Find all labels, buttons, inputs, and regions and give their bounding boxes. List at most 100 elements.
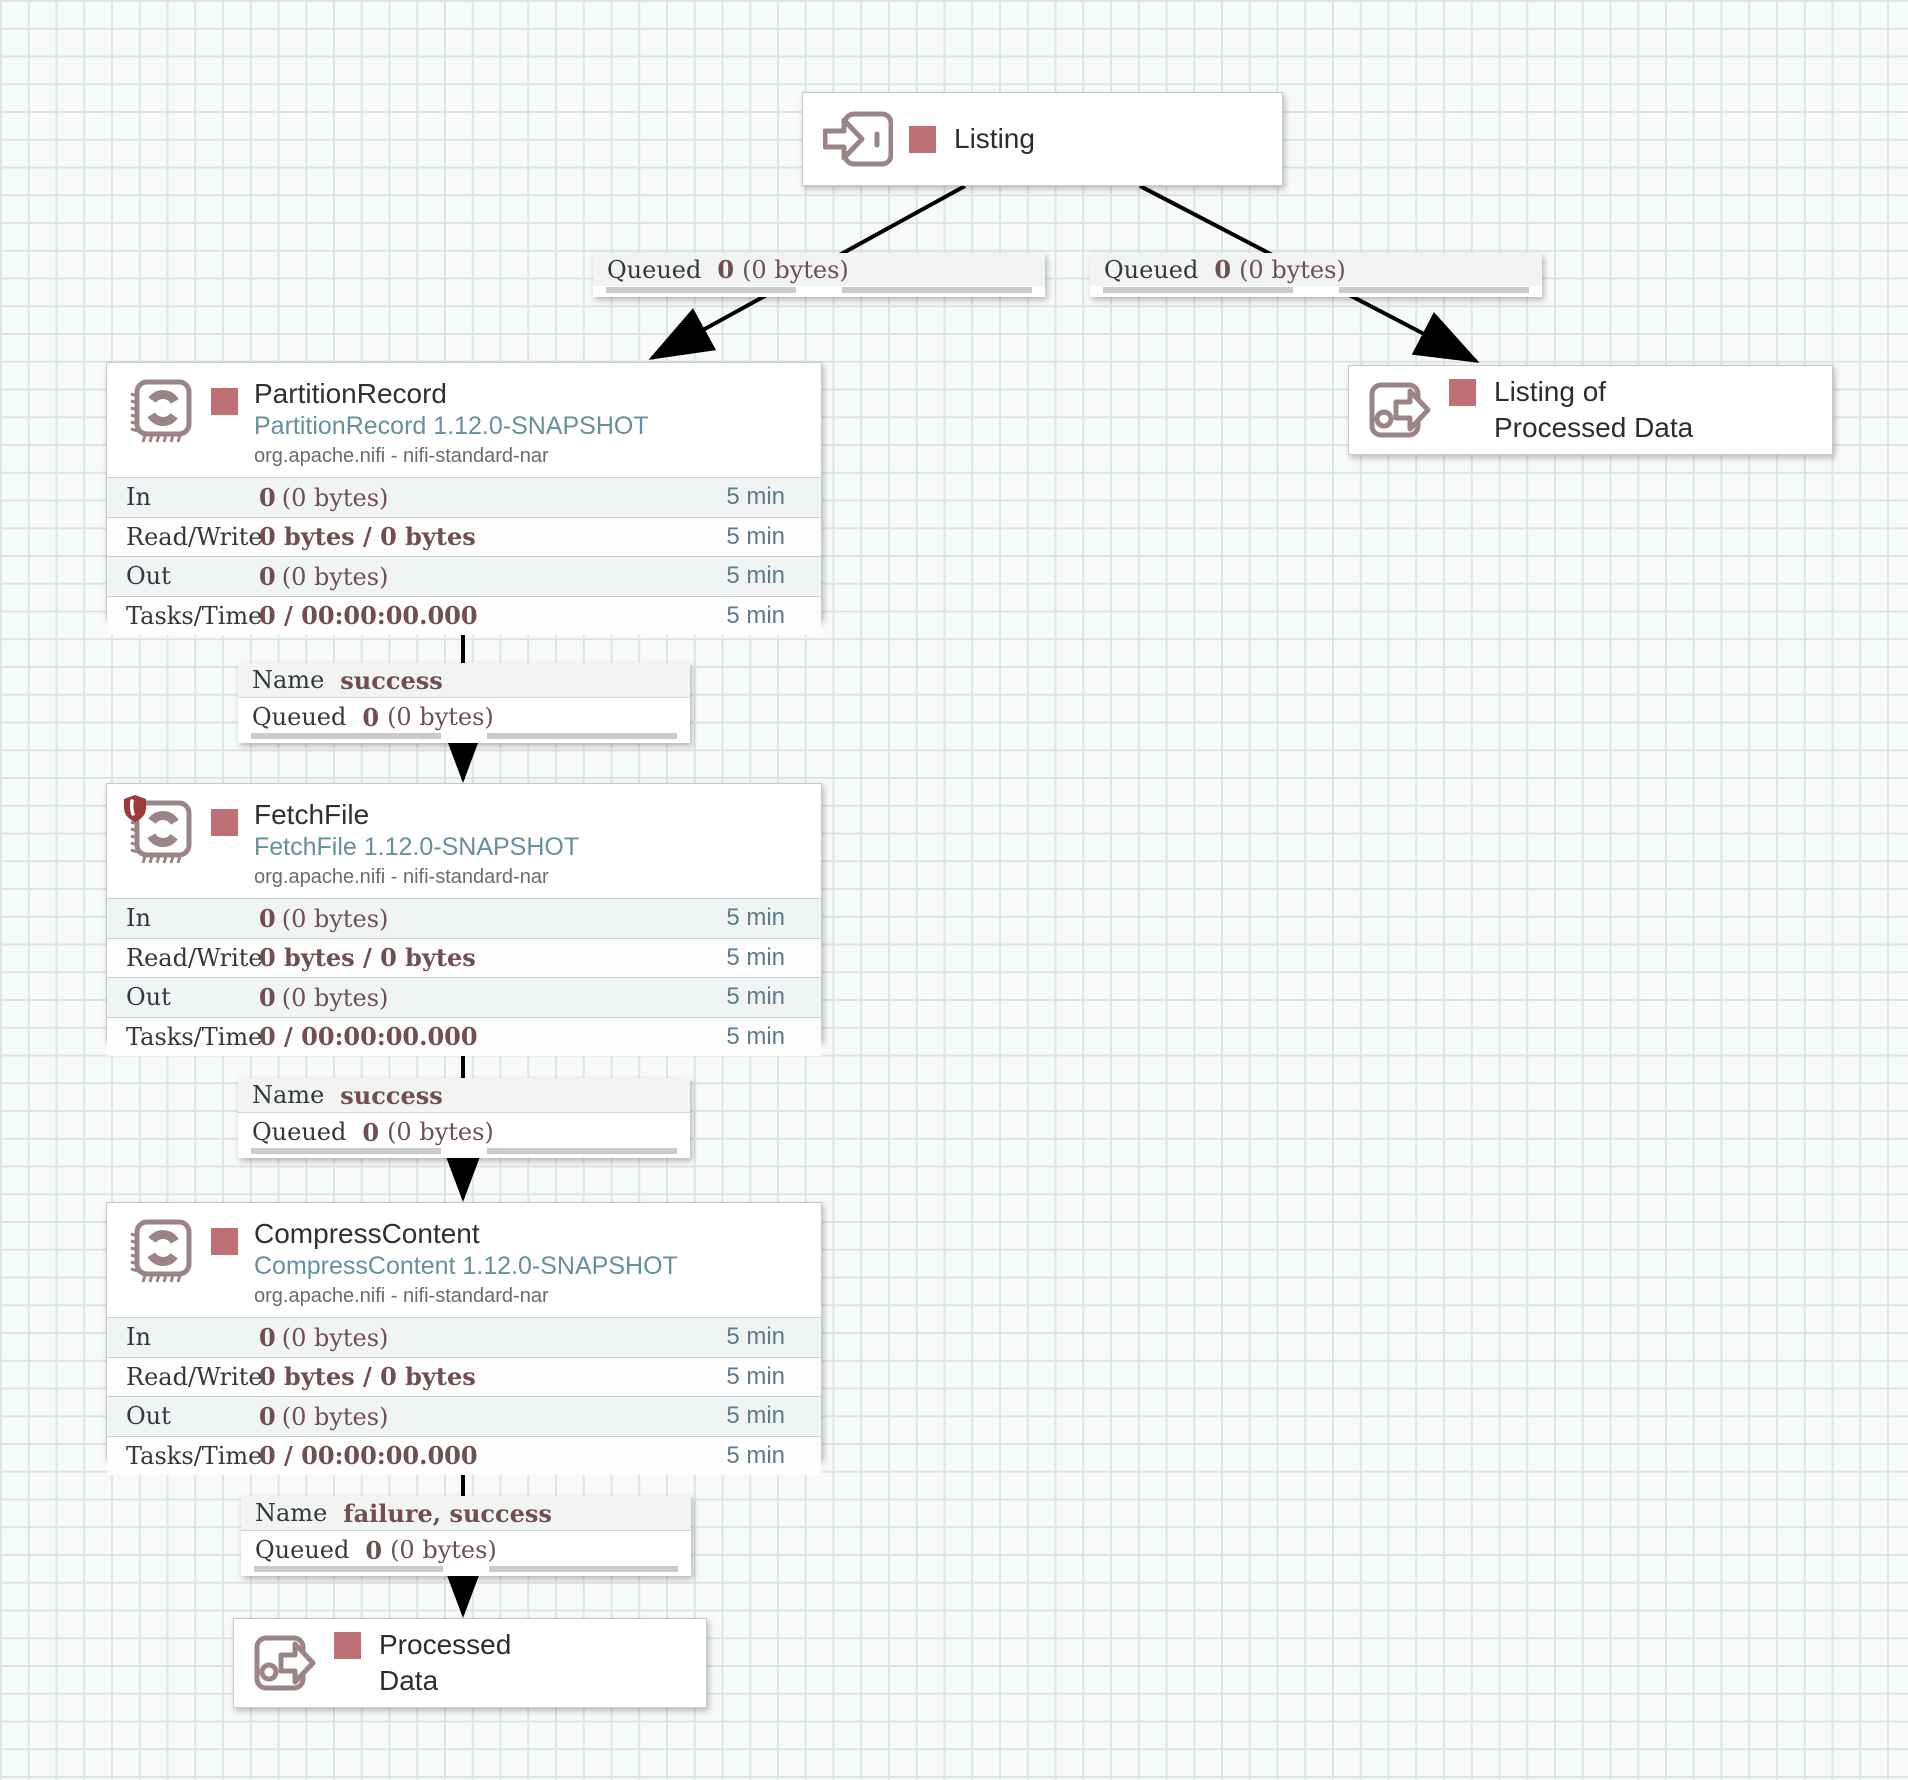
connection-label-listing-outputport[interactable]: Queued 0 (0 bytes) bbox=[1090, 253, 1542, 297]
connection-name-row: Name success bbox=[238, 1078, 690, 1113]
connection-label-partitionrecord-fetchfile[interactable]: Name success Queued 0 (0 bytes) bbox=[238, 663, 690, 743]
stat-value-bold: 0 bbox=[259, 1322, 276, 1352]
relationship-name: success bbox=[340, 665, 443, 695]
connection-label-fetchfile-compresscontent[interactable]: Name success Queued 0 (0 bytes) bbox=[238, 1078, 690, 1158]
processor-fetchfile[interactable]: FetchFile FetchFile 1.12.0-SNAPSHOT org.… bbox=[106, 783, 822, 1056]
stat-label: Read/Write bbox=[126, 943, 263, 972]
relationship-name: success bbox=[340, 1080, 443, 1110]
queue-size-bar bbox=[842, 287, 1032, 293]
stat-window: 5 min bbox=[726, 904, 785, 932]
connection-name-row: Name failure, success bbox=[241, 1496, 691, 1531]
stat-label: Out bbox=[126, 562, 171, 591]
relationship-name: failure, success bbox=[343, 1498, 552, 1528]
queued-count: 0 bbox=[1214, 255, 1232, 284]
stat-value-bold: 0 / 00:00:00.000 bbox=[259, 1022, 478, 1052]
processor-stats: In 0(0 bytes) 5 min Read/Write 0 bytes /… bbox=[107, 898, 821, 1056]
queue-size-row: Queued 0 (0 bytes) bbox=[593, 253, 1045, 286]
queue-count-bar bbox=[1103, 287, 1293, 293]
name-label: Name bbox=[252, 1081, 325, 1109]
stats-row-in: In 0(0 bytes) 5 min bbox=[107, 477, 821, 517]
stat-window: 5 min bbox=[726, 1022, 785, 1050]
output-port-listing-of-processed-data[interactable]: Listing of Processed Data bbox=[1348, 365, 1833, 455]
connection-label-listing-partitionrecord[interactable]: Queued 0 (0 bytes) bbox=[593, 253, 1045, 297]
queued-count: 0 bbox=[362, 1117, 380, 1147]
stats-row-readwrite: Read/Write 0 bytes / 0 bytes 5 min bbox=[107, 1356, 821, 1396]
stats-row-in: In 0(0 bytes) 5 min bbox=[107, 1317, 821, 1357]
stat-label: In bbox=[126, 1323, 151, 1352]
stat-value-bold: 0 / 00:00:00.000 bbox=[259, 1441, 478, 1471]
output-port-icon bbox=[254, 1635, 318, 1691]
stopped-indicator bbox=[909, 125, 936, 153]
connection-label-compresscontent-processeddata[interactable]: Name failure, success Queued 0 (0 bytes) bbox=[241, 1496, 691, 1576]
stat-label: In bbox=[126, 483, 151, 512]
stats-row-readwrite: Read/Write 0 bytes / 0 bytes 5 min bbox=[107, 937, 821, 977]
processor-name: PartitionRecord bbox=[254, 378, 447, 409]
queue-size-row: Queued 0 (0 bytes) bbox=[238, 1113, 690, 1151]
processor-icon bbox=[129, 1218, 195, 1284]
processor-bundle: org.apache.nifi - nifi-standard-nar bbox=[254, 1285, 549, 1307]
queue-percent-bars bbox=[1090, 286, 1542, 297]
stats-row-out: Out 0(0 bytes) 5 min bbox=[107, 556, 821, 596]
queue-count-bar bbox=[606, 287, 796, 293]
stat-window: 5 min bbox=[726, 1402, 785, 1430]
port-name-line2: Processed Data bbox=[1494, 412, 1694, 443]
processor-header: FetchFile FetchFile 1.12.0-SNAPSHOT org.… bbox=[107, 784, 821, 898]
processor-header: PartitionRecord PartitionRecord 1.12.0-S… bbox=[107, 363, 821, 477]
queue-size-row: Queued 0 (0 bytes) bbox=[241, 1531, 691, 1569]
queue-size-row: Queued 0 (0 bytes) bbox=[238, 698, 690, 736]
stat-value-bold: 0 bbox=[259, 903, 276, 933]
port-name-line1: Processed bbox=[379, 1629, 512, 1660]
processor-type: FetchFile 1.12.0-SNAPSHOT bbox=[254, 833, 580, 861]
stat-label: In bbox=[126, 904, 151, 933]
stats-row-taskstime: Tasks/Time 0 / 00:00:00.000 5 min bbox=[107, 595, 821, 635]
port-name: Processed Data bbox=[379, 1627, 511, 1699]
output-port-processed-data[interactable]: Processed Data bbox=[233, 1618, 707, 1708]
stat-label: Read/Write bbox=[126, 1362, 263, 1391]
stats-row-out: Out 0(0 bytes) 5 min bbox=[107, 1396, 821, 1436]
queued-bytes: (0 bytes) bbox=[390, 1536, 497, 1564]
queue-size-row: Queued 0 (0 bytes) bbox=[1090, 253, 1542, 286]
stopped-indicator bbox=[211, 1228, 238, 1255]
queue-count-bar bbox=[251, 1148, 441, 1154]
queued-bytes: (0 bytes) bbox=[387, 703, 494, 731]
port-name-line1: Listing of bbox=[1494, 376, 1607, 407]
processor-name: FetchFile bbox=[254, 799, 370, 830]
queued-bytes: (0 bytes) bbox=[1239, 255, 1346, 284]
queued-label: Queued bbox=[252, 1118, 347, 1146]
processor-type: PartitionRecord 1.12.0-SNAPSHOT bbox=[254, 412, 649, 440]
queue-percent-bars bbox=[238, 733, 690, 743]
port-name: Listing of Processed Data bbox=[1494, 374, 1693, 446]
stat-value-bold: 0 bytes / 0 bytes bbox=[259, 1362, 476, 1392]
queued-count: 0 bbox=[365, 1535, 383, 1565]
stat-window: 5 min bbox=[726, 983, 785, 1011]
processor-stats: In 0(0 bytes) 5 min Read/Write 0 bytes /… bbox=[107, 1317, 821, 1475]
queued-label: Queued bbox=[255, 1536, 350, 1564]
stat-value: (0 bytes) bbox=[281, 904, 389, 933]
stat-label: Tasks/Time bbox=[126, 1022, 263, 1051]
queue-size-bar bbox=[489, 1566, 678, 1572]
stat-window: 5 min bbox=[726, 1441, 785, 1469]
name-label: Name bbox=[252, 666, 325, 694]
processor-type: CompressContent 1.12.0-SNAPSHOT bbox=[254, 1252, 678, 1280]
stat-value-bold: 0 / 00:00:00.000 bbox=[259, 601, 478, 631]
queued-label: Queued bbox=[252, 703, 347, 731]
restricted-icon bbox=[124, 795, 146, 822]
stats-row-taskstime: Tasks/Time 0 / 00:00:00.000 5 min bbox=[107, 1016, 821, 1056]
processor-compresscontent[interactable]: CompressContent CompressContent 1.12.0-S… bbox=[106, 1202, 822, 1475]
input-port-listing[interactable]: Listing bbox=[802, 92, 1283, 186]
connection-name-row: Name success bbox=[238, 663, 690, 698]
stat-value: (0 bytes) bbox=[281, 562, 389, 591]
stat-value: (0 bytes) bbox=[281, 483, 389, 512]
stat-window: 5 min bbox=[726, 1362, 785, 1390]
stat-value: (0 bytes) bbox=[281, 1323, 389, 1352]
stat-value-bold: 0 bbox=[259, 482, 276, 512]
queue-count-bar bbox=[254, 1566, 443, 1572]
processor-bundle: org.apache.nifi - nifi-standard-nar bbox=[254, 445, 549, 467]
queue-percent-bars bbox=[593, 286, 1045, 297]
stat-window: 5 min bbox=[726, 601, 785, 629]
queued-count: 0 bbox=[362, 702, 380, 732]
processor-partitionrecord[interactable]: PartitionRecord PartitionRecord 1.12.0-S… bbox=[106, 362, 822, 635]
stat-value: (0 bytes) bbox=[281, 983, 389, 1012]
input-port-icon bbox=[823, 111, 893, 167]
